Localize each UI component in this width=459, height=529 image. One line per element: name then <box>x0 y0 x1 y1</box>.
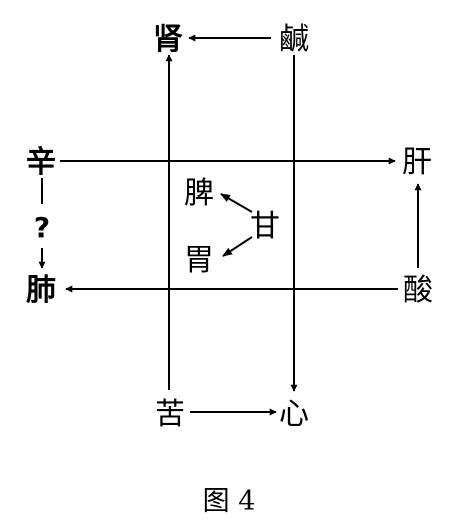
label-salty: 鹹 <box>279 22 309 57</box>
figure-caption: 图 4 <box>203 486 256 517</box>
label-sour: 酸 <box>403 273 433 308</box>
arrow-sweet-to-stomach <box>222 236 253 257</box>
label-pungent: 辛 <box>26 145 56 180</box>
label-heart: 心 <box>279 397 309 432</box>
label-stomach: 胃 <box>184 243 214 278</box>
question-mark: ? <box>34 211 50 244</box>
label-bitter: 苦 <box>155 397 185 432</box>
label-liver: 肝 <box>402 145 432 180</box>
label-kidney: 肾 <box>153 22 183 57</box>
label-lung: 肺 <box>26 273 56 308</box>
label-spleen: 脾 <box>184 176 214 211</box>
arrow-sweet-to-spleen <box>220 193 253 213</box>
label-sweet: 甘 <box>250 209 280 244</box>
